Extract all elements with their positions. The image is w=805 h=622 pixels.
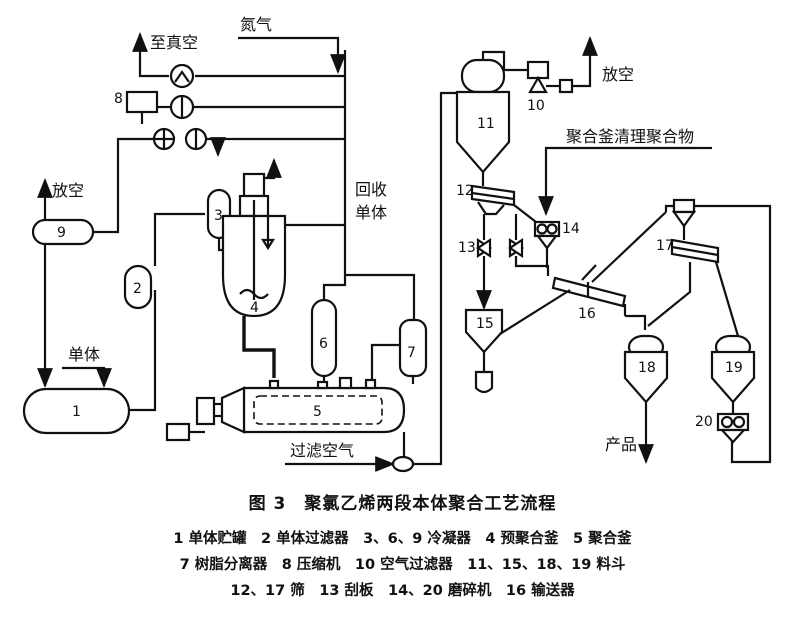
monomer-inlet — [62, 366, 112, 388]
hopper-18 — [623, 334, 669, 404]
condenser-9 — [31, 218, 95, 246]
label-2: 2 — [133, 281, 142, 297]
label-17: 17 — [656, 238, 674, 254]
line-5-to-7 — [370, 343, 400, 380]
recover-label-1: 回收 — [355, 180, 387, 199]
label-10: 10 — [527, 98, 545, 114]
pneumatic-conveying-line — [413, 91, 458, 466]
air-filter-10 — [526, 60, 574, 94]
line-filter-to-condenser-3 — [153, 212, 205, 266]
monomer-label: 单体 — [68, 345, 100, 364]
legend-line-2: 7 树脂分离器 8 压缩机 10 空气过滤器 11、15、18、19 料斗 — [179, 557, 626, 573]
label-20: 20 — [695, 414, 713, 430]
line-4-to-5 — [242, 316, 276, 378]
label-9: 9 — [57, 225, 66, 241]
cleanup-line — [538, 146, 700, 216]
label-4: 4 — [250, 300, 259, 316]
nitrogen-label: 氮气 — [240, 15, 272, 34]
conveyor-return-line — [591, 211, 667, 283]
recover-label-2: 单体 — [355, 203, 387, 222]
hopper-11 — [455, 58, 511, 174]
figure-caption-title: 图 3 聚氯乙烯两段本体聚合工艺流程 — [248, 494, 557, 514]
hopper-15 — [464, 308, 504, 394]
grinder-14 — [533, 220, 561, 250]
label-5: 5 — [313, 404, 322, 420]
legend-line-3: 12、17 筛 13 刮板 14、20 磨碎机 16 输送器 — [230, 583, 575, 599]
hopper-19 — [710, 334, 756, 404]
recovery-line — [322, 270, 347, 300]
line-20-return — [694, 204, 772, 464]
monomer-filter-2 — [123, 264, 153, 310]
line-to-condenser-9 — [92, 137, 174, 234]
product-label: 产品 — [605, 435, 637, 454]
label-15: 15 — [476, 316, 494, 332]
filtered-air-label: 过滤空气 — [290, 441, 354, 460]
label-12: 12 — [456, 183, 474, 199]
resin-separator-7 — [398, 318, 428, 384]
vacuum-gauge-top — [169, 63, 195, 89]
compressor-8 — [125, 90, 171, 124]
pre-polymerizer-4 — [221, 172, 287, 318]
label-3: 3 — [214, 208, 223, 224]
label-16: 16 — [578, 306, 596, 322]
line-to-separator-7 — [345, 273, 416, 320]
sieve-17 — [670, 238, 720, 264]
blower — [391, 455, 415, 473]
sieve-17-feed — [671, 198, 697, 228]
label-13: 13 — [458, 240, 476, 256]
line-tank-to-filter — [129, 290, 157, 412]
process-flow-diagram: 至真空 氮气 8 9 放空 1 单体 2 — [22, 15, 772, 473]
vacuum-label: 至真空 — [150, 33, 198, 52]
polymerizer-5 — [165, 376, 406, 442]
cleanup-label: 聚合釜清理聚合物 — [566, 127, 694, 146]
scraper-13 — [476, 237, 524, 259]
label-7: 7 — [407, 345, 416, 361]
label-18: 18 — [638, 360, 656, 376]
nitrogen-line — [238, 36, 347, 270]
grinder-20 — [716, 412, 750, 444]
vent-right-label: 放空 — [602, 65, 634, 84]
label-6: 6 — [319, 336, 328, 352]
legend-line-1: 1 单体贮罐 2 单体过滤器 3、6、9 冷凝器 4 预聚合釜 5 聚合釜 — [173, 531, 632, 547]
label-11: 11 — [477, 116, 495, 132]
vacuum-line — [132, 32, 345, 78]
label-1: 1 — [72, 404, 81, 420]
label-8: 8 — [114, 91, 123, 107]
vent-left-label: 放空 — [52, 181, 84, 200]
gauge-middle — [169, 94, 195, 120]
label-19: 19 — [725, 360, 743, 376]
label-14: 14 — [562, 221, 580, 237]
